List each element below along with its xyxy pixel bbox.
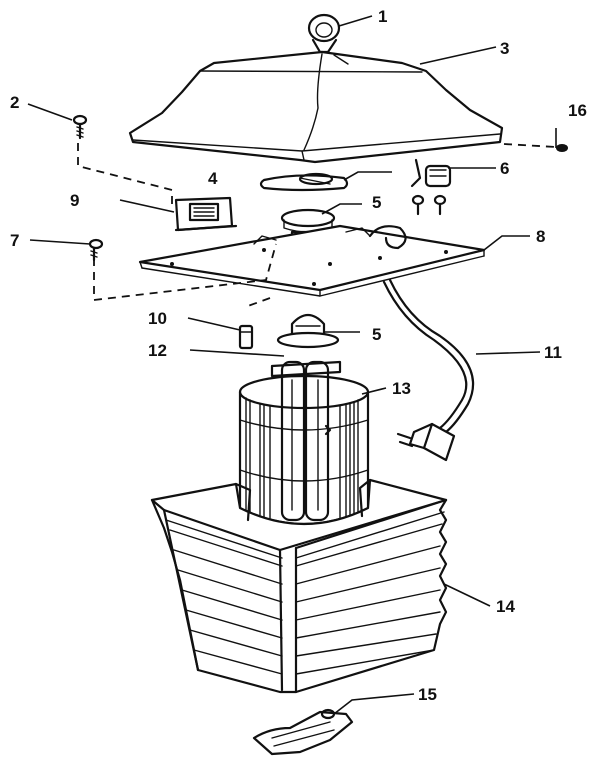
- part-9-transformer: [174, 196, 238, 232]
- part-5-lower-cap: [276, 313, 340, 349]
- callout-14: 14: [496, 597, 515, 616]
- part-14-outer-basket: [150, 478, 448, 694]
- callout-10: 10: [148, 309, 167, 328]
- part-4-bracket: [259, 172, 349, 192]
- callout-2: 2: [10, 93, 19, 112]
- part-10-capacitor: [238, 324, 254, 350]
- callout-13: 13: [392, 379, 411, 398]
- part-12-lamp: [270, 360, 342, 522]
- part-16-screw: [503, 143, 568, 152]
- callout-8: 8: [536, 227, 545, 246]
- callout-1: 1: [378, 7, 387, 26]
- part-2-screw: [72, 114, 173, 210]
- callout-16: 16: [568, 101, 587, 120]
- part-11-power-cord: [382, 278, 475, 462]
- callout-6: 6: [500, 159, 509, 178]
- part-3-top-cover: [128, 50, 504, 164]
- callout-7: 7: [10, 231, 19, 250]
- part-6-terminals: [410, 158, 452, 216]
- callout-4: 4: [208, 169, 218, 188]
- part-15-bottom-tray: [252, 708, 354, 756]
- callout-5-lower: 5: [372, 325, 381, 344]
- part-7-screw: [88, 238, 104, 262]
- callout-3: 3: [500, 39, 509, 58]
- callout-labels: 1 2 3 4 5 5 6 7 8 9 10 11 12 13 14 15 16: [10, 7, 587, 704]
- part-1-hanging-ring: [307, 13, 341, 54]
- part-8-base-plate: [93, 224, 486, 307]
- callout-5-upper: 5: [372, 193, 381, 212]
- callout-11: 11: [544, 343, 562, 362]
- callout-15: 15: [418, 685, 437, 704]
- callout-12: 12: [148, 341, 167, 360]
- callout-9: 9: [70, 191, 79, 210]
- leader-lines: [27, 15, 557, 715]
